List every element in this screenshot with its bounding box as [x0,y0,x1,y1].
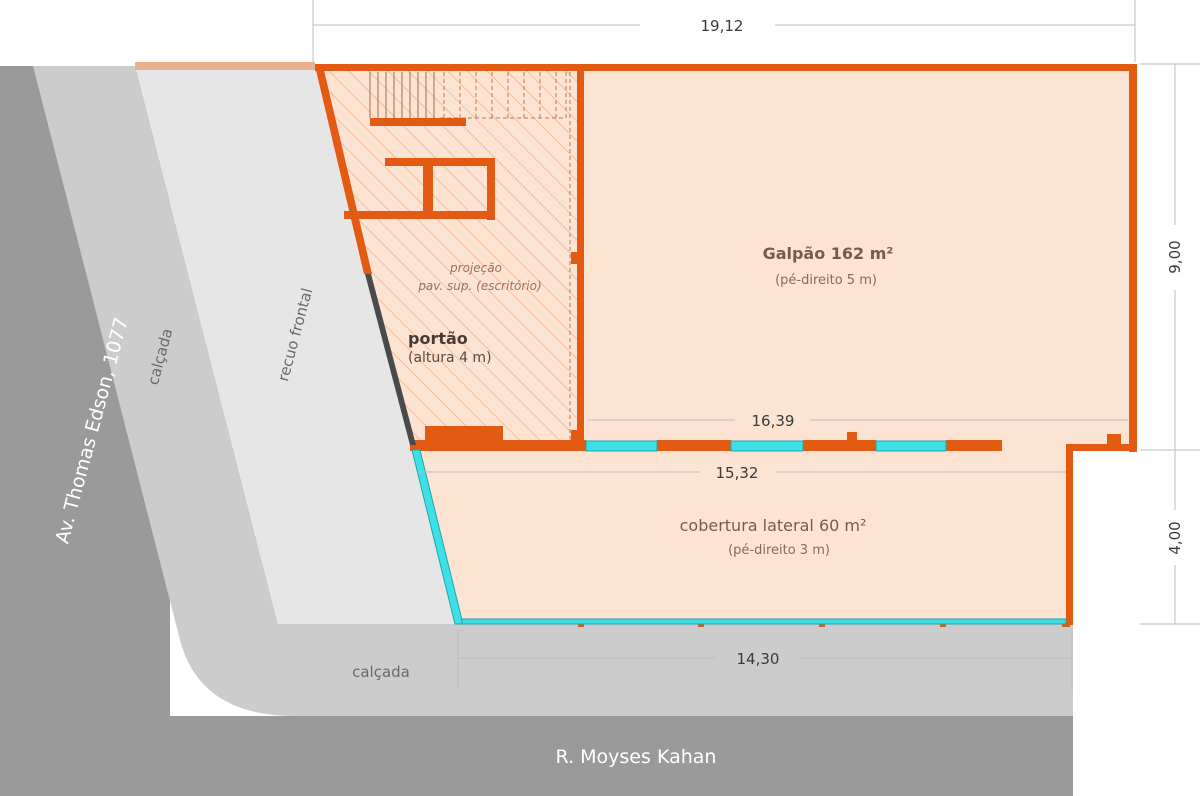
setback-area [135,66,456,624]
street-name: R. Moyses Kahan [556,746,717,768]
walls [315,64,1137,627]
projection-line1: projeção [449,261,502,275]
dimension-right-lower: 4,00 [1166,521,1184,554]
cobertura-title: cobertura lateral 60 m² [680,516,867,535]
glass-interior-2 [730,440,804,452]
dimension-top-width: 19,12 [701,17,744,35]
projection-line2: pav. sup. (escritório) [417,279,541,293]
dimension-bottom-width: 14,30 [737,650,780,668]
projection-area [318,70,578,445]
dimension-inner-cobertura: 15,32 [716,464,759,482]
stairs-upper-dashed [440,72,571,440]
left-slanted-wall [315,66,372,274]
glass-bottom [461,618,1067,625]
sidewalk-avenue [33,66,1073,716]
dimension-right-upper: 9,00 [1166,240,1184,273]
glass-interior-3 [875,440,947,452]
setback-top-strip [135,62,315,70]
gate-line [365,274,416,445]
galpao-title: Galpão 162 m² [763,244,894,263]
glass-interior-1 [585,440,658,452]
stairs [369,72,435,118]
galpao-subtitle: (pé-direito 5 m) [775,273,877,288]
road-street [0,716,1073,796]
dimension-lines [312,0,1200,690]
gate-title: portão [408,329,468,348]
sidewalk-street-label: calçada [352,663,410,681]
cobertura-subtitle: (pé-direito 3 m) [728,543,830,558]
gate-subtitle: (altura 4 m) [408,350,492,366]
dimension-inner-galpao: 16,39 [752,412,795,430]
